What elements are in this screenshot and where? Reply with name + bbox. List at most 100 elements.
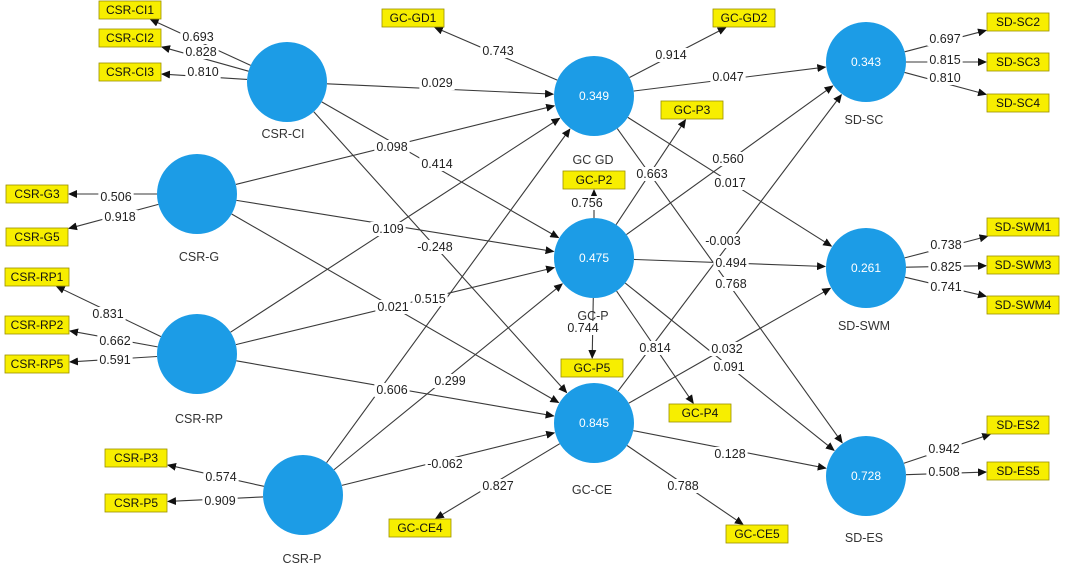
indicator-label-sd-es2: SD-ES2 (996, 418, 1040, 432)
loading-backdrop (185, 65, 221, 79)
path-coefficient-backdrop (419, 76, 455, 90)
indicator-box-csr-rp2[interactable] (4, 315, 70, 335)
loading-backdrop (90, 307, 126, 321)
indicator-box-csr-rp1[interactable] (4, 267, 70, 287)
construct-node-gcgd[interactable] (554, 56, 634, 136)
construct-node-csr-ci[interactable] (247, 42, 327, 122)
path-coefficient-backdrop (710, 70, 746, 84)
construct-node-gcce[interactable] (554, 383, 634, 463)
path-coefficient-backdrop (432, 374, 468, 388)
indicator-box-gc-p2[interactable] (562, 170, 626, 190)
construct-label-sdswm: SD-SWM (838, 319, 890, 333)
path-coefficient-csr-ci-to-gcp: 0.414 (421, 157, 452, 171)
indicator-label-gc-ce5: GC-CE5 (734, 527, 780, 541)
loading-backdrop (653, 48, 689, 62)
indicator-box-sd-es5[interactable] (986, 461, 1050, 481)
path-coefficient-gcce-to-sdswm: 0.032 (711, 342, 742, 356)
r-squared-sdswm: 0.261 (851, 261, 881, 275)
path-coefficient-csr-p-to-gcce: -0.062 (427, 457, 462, 471)
construct-label-csr-rp: CSR-RP (175, 412, 223, 426)
loading-value-csr-p5: 0.909 (204, 494, 235, 508)
construct-node-sdsc[interactable] (826, 22, 906, 102)
indicator-box-csr-ci3[interactable] (98, 62, 162, 82)
loading-value-gc-p5: 0.744 (567, 321, 598, 335)
indicator-label-csr-g3: CSR-G3 (14, 187, 60, 201)
loading-backdrop (565, 321, 601, 335)
indicator-label-csr-rp5: CSR-RP5 (11, 357, 64, 371)
indicator-box-sd-sc3[interactable] (986, 52, 1050, 72)
path-coefficient-csr-rp-to-gcp: 0.299 (434, 374, 465, 388)
indicator-box-sd-swm1[interactable] (986, 217, 1060, 237)
path-coefficient-csr-g-to-gcp: 0.109 (372, 222, 403, 236)
construct-label-gcce: GC-CE (572, 483, 612, 497)
indicator-label-gc-gd2: GC-GD2 (721, 11, 768, 25)
indicator-box-sd-sc4[interactable] (986, 93, 1050, 113)
indicator-box-gc-p3[interactable] (660, 100, 724, 120)
loading-backdrop (97, 334, 133, 348)
indicator-box-sd-sc2[interactable] (986, 12, 1050, 32)
construct-label-gcp: GC-P (577, 309, 608, 323)
loading-value-gc-p3: 0.663 (636, 167, 667, 181)
construct-label-csr-ci: CSR-CI (261, 127, 304, 141)
loading-value-csr-rp5: 0.591 (99, 353, 130, 367)
indicator-box-gc-p4[interactable] (668, 403, 732, 423)
loading-value-sd-swm4: 0.741 (930, 280, 961, 294)
indicator-box-gc-ce4[interactable] (388, 518, 452, 538)
path-coefficient-csr-rp-to-gcce: 0.606 (376, 383, 407, 397)
indicator-box-csr-ci2[interactable] (98, 28, 162, 48)
indicator-label-gc-p3: GC-P3 (674, 103, 711, 117)
loading-backdrop (202, 494, 238, 508)
path-coefficient-backdrop (425, 457, 465, 471)
indicator-label-sd-swm1: SD-SWM1 (995, 220, 1052, 234)
construct-node-csr-p[interactable] (263, 455, 343, 535)
indicator-label-sd-sc4: SD-SC4 (996, 96, 1040, 110)
indicator-box-sd-swm4[interactable] (986, 295, 1060, 315)
indicator-box-gc-ce5[interactable] (725, 524, 789, 544)
loading-backdrop (927, 71, 963, 85)
indicator-box-csr-p5[interactable] (104, 493, 168, 513)
indicator-box-csr-g3[interactable] (5, 184, 69, 204)
loading-backdrop (97, 353, 133, 367)
loading-value-gc-p2: 0.756 (571, 196, 602, 210)
indicator-box-gc-gd2[interactable] (712, 8, 776, 28)
construct-label-gcgd: GC GD (573, 153, 614, 167)
construct-node-csr-g[interactable] (157, 154, 237, 234)
path-coefficient-backdrop (412, 292, 448, 306)
indicator-label-csr-rp1: CSR-RP1 (11, 270, 64, 284)
construct-node-sdes[interactable] (826, 436, 906, 516)
indicator-box-csr-ci1[interactable] (98, 0, 162, 20)
indicator-label-sd-sc2: SD-SC2 (996, 15, 1040, 29)
indicator-label-csr-rp2: CSR-RP2 (11, 318, 64, 332)
construct-label-sdes: SD-ES (845, 531, 883, 545)
indicator-label-csr-ci1: CSR-CI1 (106, 3, 154, 17)
indicator-box-gc-gd1[interactable] (381, 8, 445, 28)
indicator-box-csr-p3[interactable] (104, 448, 168, 468)
indicator-box-csr-rp5[interactable] (4, 354, 70, 374)
loading-value-csr-ci3: 0.810 (187, 65, 218, 79)
coefficient-layer: 0.0290.414-0.2480.0980.1090.0210.5150.29… (90, 30, 964, 508)
r-squared-gcgd: 0.349 (579, 89, 609, 103)
loading-backdrop (926, 465, 962, 479)
loading-arrow-csr-ci2 (161, 45, 249, 72)
construct-node-gcp[interactable] (554, 218, 634, 298)
path-coefficient-backdrop (374, 383, 410, 397)
loading-value-csr-ci2: 0.828 (185, 45, 216, 59)
construct-node-csr-rp[interactable] (157, 314, 237, 394)
loading-backdrop (102, 210, 138, 224)
indicator-box-gc-p5[interactable] (560, 358, 624, 378)
loading-value-gc-p4: 0.814 (639, 341, 670, 355)
construct-node-sdswm[interactable] (826, 228, 906, 308)
loading-value-gc-ce5: 0.788 (667, 479, 698, 493)
indicator-box-sd-swm3[interactable] (986, 255, 1060, 275)
loading-backdrop (203, 470, 239, 484)
loading-value-gc-gd2: 0.914 (655, 48, 686, 62)
indicator-box-sd-es2[interactable] (986, 415, 1050, 435)
path-coefficient-backdrop (711, 360, 747, 374)
path-coefficient-gcp-to-sdsc: 0.560 (712, 152, 743, 166)
construct-label-sdsc: SD-SC (845, 113, 884, 127)
loading-backdrop (183, 45, 219, 59)
loading-value-sd-es2: 0.942 (928, 442, 959, 456)
indicator-box-csr-g5[interactable] (5, 227, 69, 247)
path-coefficient-csr-ci-to-gcce: -0.248 (417, 240, 452, 254)
